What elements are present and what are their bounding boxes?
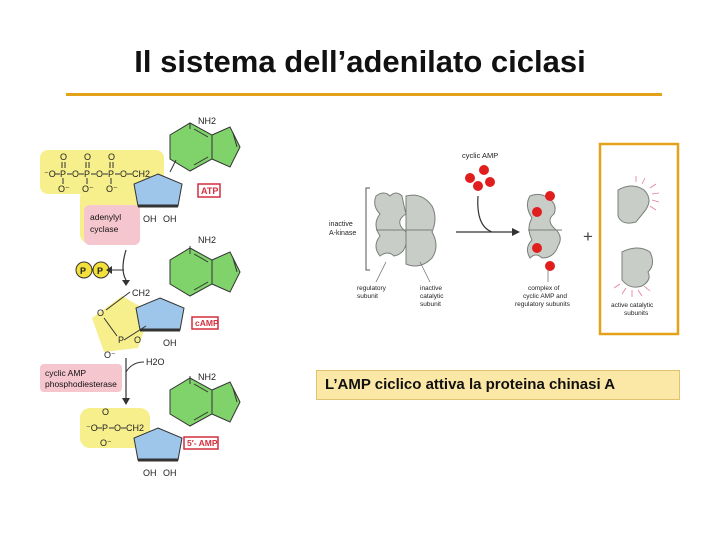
- atp-phosphate-highlight: [40, 150, 164, 194]
- camp-dot: [465, 173, 475, 183]
- atp-oh2: OH: [163, 214, 177, 224]
- page-title: Il sistema dell’adenilato ciclasi: [134, 44, 586, 79]
- enzyme1-line2: cyclase: [90, 224, 119, 234]
- catalytic-line1: inactive: [420, 285, 442, 292]
- pp-p1: P: [80, 266, 86, 276]
- camp-dot: [479, 165, 489, 175]
- enzyme2-line1: cyclic AMP: [45, 368, 86, 378]
- camp-label: cAMP: [195, 318, 219, 328]
- bound-camp-dot: [532, 207, 542, 217]
- active-subunits-box: [598, 142, 680, 336]
- complex-line3: regulatory subunits: [515, 301, 571, 308]
- pyrophosphate: P P: [75, 249, 130, 286]
- atp-o3: O: [120, 169, 127, 179]
- bound-camp-dot: [545, 261, 555, 271]
- catalytic-line2: catalytic: [420, 293, 444, 300]
- atp-p3: P: [108, 169, 114, 179]
- catalytic-subunit-shape: [405, 194, 437, 267]
- amp-p: P: [102, 423, 108, 433]
- amp-ch2: CH2: [126, 423, 144, 433]
- enzyme1-line1: adenylyl: [90, 212, 121, 222]
- amp-label: 5′- AMP: [187, 438, 218, 448]
- camp-nh2: NH2: [198, 235, 216, 245]
- camp-ribose: [134, 296, 186, 332]
- atp-nh2: NH2: [198, 116, 216, 126]
- amp-phosphate-highlight: [80, 408, 150, 448]
- amp-oh2: OH: [163, 468, 177, 478]
- atp-o-top2: O: [84, 152, 91, 162]
- caption-box: L’AMP ciclico attiva la proteina chinasi…: [316, 370, 680, 400]
- atp-p2: P: [84, 169, 90, 179]
- camp-o2: O: [134, 335, 141, 345]
- regulatory-line1: regulatory: [357, 285, 387, 292]
- kinase-bracket: [365, 187, 370, 271]
- atp-ominus1: O⁻: [58, 184, 70, 194]
- phosphodiesterase-box: [40, 364, 122, 392]
- atp-o-top1: O: [60, 152, 67, 162]
- amp-label-box: [183, 436, 219, 450]
- phosphodiesterase-step: cyclic AMP phosphodiesterase H2O: [40, 357, 165, 405]
- atp-ch2: CH2: [132, 169, 150, 179]
- atp-molecule: adenylyl cyclase ⁻O P O P O P O CH2 O O …: [40, 116, 241, 245]
- inactive-kinase-line2: A-kinase: [329, 230, 356, 237]
- bound-camp-dot: [545, 191, 555, 201]
- active-line2: subunits: [624, 310, 649, 317]
- camp-oh: OH: [163, 338, 177, 348]
- water-label: H2O: [146, 357, 165, 367]
- amp-nh2: NH2: [198, 372, 216, 382]
- catalytic-line3: subunit: [420, 301, 441, 308]
- atp-o1: O: [72, 169, 79, 179]
- pka-activation: cyclic AMP inactive A-kinase regulatory …: [329, 142, 680, 336]
- camp-dot: [485, 177, 495, 187]
- atp-oh1: OH: [143, 214, 157, 224]
- atp-label: ATP: [201, 186, 218, 196]
- atp-o-top3: O: [108, 152, 115, 162]
- atp-o2: O: [96, 169, 103, 179]
- amp-oh1: OH: [143, 468, 157, 478]
- atp-adenine: [169, 122, 241, 172]
- adenylyl-cyclase-box: [84, 205, 140, 245]
- inactive-kinase-line1: inactive: [329, 221, 353, 228]
- atp-ominus2: O⁻: [82, 184, 94, 194]
- svg-text:⁻O: ⁻O: [44, 169, 56, 179]
- svg-text:⁻O: ⁻O: [86, 423, 98, 433]
- amp-o: O: [114, 423, 121, 433]
- complex-line2: cyclic AMP and: [523, 293, 567, 300]
- pp-p2: P: [97, 266, 103, 276]
- amp-adenine: [169, 377, 241, 427]
- camp-o1: O: [97, 308, 104, 318]
- camp-dot: [473, 181, 483, 191]
- regulatory-line2: subunit: [357, 293, 378, 300]
- atp-label-box: [197, 183, 221, 198]
- cyclic-amp-label: cyclic AMP: [462, 151, 498, 160]
- complex-line1: complex of: [528, 285, 560, 292]
- camp-label-box: [191, 316, 219, 330]
- title-underline: [66, 93, 662, 96]
- camp-ominus: O⁻: [104, 350, 116, 360]
- camp-p: P: [118, 335, 124, 345]
- camp-molecule: NH2 CH2 O P O O⁻ OH cAMP: [92, 235, 241, 360]
- enzyme2-line2: phosphodiesterase: [45, 379, 117, 389]
- plus-sign: +: [583, 227, 593, 246]
- atp-ominus3: O⁻: [106, 184, 118, 194]
- amp-molecule: NH2 ⁻O P O CH2 O O⁻ OH OH 5′- AMP: [80, 372, 241, 478]
- amp-o-top: O: [102, 407, 109, 417]
- amp-ominus: O⁻: [100, 438, 112, 448]
- camp-ch2: CH2: [132, 288, 150, 298]
- atp-p1: P: [60, 169, 66, 179]
- camp-adenine: [169, 247, 241, 297]
- regulatory-subunit-shape: [374, 192, 408, 257]
- active-catalytic-subunit: [613, 176, 660, 297]
- bound-camp-dot: [532, 243, 542, 253]
- active-line1: active catalytic: [611, 302, 654, 309]
